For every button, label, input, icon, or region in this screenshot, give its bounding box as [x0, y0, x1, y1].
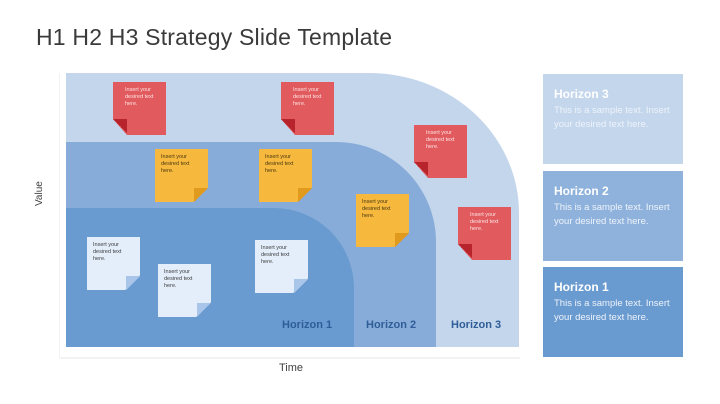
- note-text: Insert your desired text here.: [426, 130, 455, 150]
- x-axis-label: Time: [279, 362, 304, 374]
- note-text: Insert your desired text here.: [93, 242, 122, 262]
- panel-title: Horizon 2: [554, 184, 609, 198]
- slide-title: H1 H2 H3 Strategy Slide Template: [36, 24, 393, 50]
- horizon-1-caption: Horizon 1: [282, 319, 333, 331]
- horizon-1-panel: Horizon 1 This is a sample text. Insert …: [543, 267, 683, 357]
- sticky-note-yellow[interactable]: Insert your desired text here.: [259, 149, 312, 202]
- note-text: Insert your desired text here.: [161, 154, 190, 174]
- note-text: Insert your desired text here.: [125, 87, 154, 107]
- horizon-2-caption: Horizon 2: [366, 319, 417, 331]
- note-text: Insert your desired text here.: [293, 87, 322, 107]
- y-axis-label: Value: [34, 181, 45, 206]
- panel-title: Horizon 1: [554, 280, 609, 294]
- page-curl-icon: [414, 162, 428, 176]
- horizon-2-panel: Horizon 2 This is a sample text. Insert …: [543, 171, 683, 261]
- page-curl-icon: [298, 188, 312, 202]
- horizon-3-caption: Horizon 3: [451, 319, 502, 331]
- y-axis-line: [59, 73, 60, 358]
- panel-body: This is a sample text. Insert your desir…: [554, 202, 670, 227]
- note-text: Insert your desired text here.: [362, 199, 391, 219]
- sticky-note-yellow[interactable]: Insert your desired text here.: [155, 149, 208, 202]
- note-text: Insert your desired text here.: [265, 154, 294, 174]
- page-curl-icon: [281, 119, 295, 133]
- page-curl-icon: [395, 233, 409, 247]
- note-text: Insert your desired text here.: [164, 269, 193, 289]
- page-curl-icon: [113, 119, 127, 133]
- page-curl-icon: [294, 279, 308, 293]
- horizon-3-panel: Horizon 3 This is a sample text. Insert …: [543, 74, 683, 164]
- page-curl-icon: [126, 276, 140, 290]
- note-text: Insert your desired text here.: [470, 212, 499, 232]
- x-axis-line: [60, 357, 520, 359]
- panel-title: Horizon 3: [554, 87, 609, 101]
- page-curl-icon: [194, 188, 208, 202]
- panel-body: This is a sample text. Insert your desir…: [554, 105, 670, 130]
- page-curl-icon: [197, 303, 211, 317]
- panel-body: This is a sample text. Insert your desir…: [554, 298, 670, 323]
- note-text: Insert your desired text here.: [261, 245, 290, 265]
- page-curl-icon: [458, 244, 472, 258]
